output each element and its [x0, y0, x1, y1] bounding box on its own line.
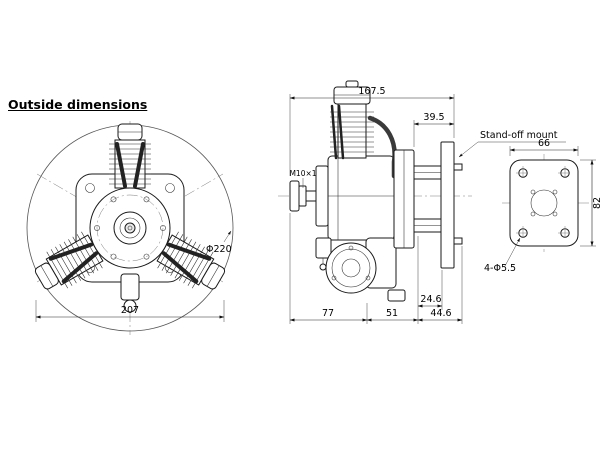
dim-side-bottom-chain: 77 51 24.6 44.6: [289, 213, 463, 324]
dim-167-5-label: 167.5: [358, 86, 385, 97]
dim-mount-height: 82: [580, 159, 603, 247]
dim-207-label: 207: [121, 305, 139, 316]
crankcase-front: [89, 187, 171, 269]
label-phi220: Φ220: [206, 244, 232, 255]
front-view: [26, 121, 234, 335]
mount-center-boss: [530, 189, 558, 217]
crankcase-side: [315, 155, 395, 241]
muffler-can: [325, 242, 377, 294]
side-view: [278, 80, 472, 302]
dim-82-label: 82: [592, 197, 603, 209]
cylinder-side: [330, 80, 397, 179]
carburetor-front: [120, 273, 140, 313]
muffler-assembly: [315, 237, 406, 302]
carburetor-side: [315, 237, 332, 259]
label-prop-diameter: Φ220: [206, 230, 232, 255]
dim-mount-width: 66: [509, 138, 579, 156]
dim-66-label: 66: [538, 138, 550, 149]
standoff-mount-callout: Stand-off mount: [458, 130, 566, 158]
page-title: Outside dimensions: [8, 97, 148, 112]
prop-shaft: [289, 180, 319, 212]
label-m10-thread: M10×1: [289, 169, 316, 178]
mount-screw-bottom: [453, 237, 463, 245]
dim-front-width: 207: [35, 300, 225, 322]
standoff-mount-label: Stand-off mount: [480, 130, 558, 141]
dim-39-5-label: 39.5: [423, 112, 444, 123]
label-shaft-thread: M10×1: [289, 169, 317, 188]
mount-plate-face: [509, 159, 579, 247]
mount-plate-side: [440, 141, 455, 269]
label-4-phi-5-5: 4-Φ5.5: [484, 263, 516, 274]
dim-side-overall: 167.5: [289, 86, 455, 176]
dim-77-label: 77: [322, 308, 334, 319]
mount-view: Stand-off mount: [458, 130, 603, 274]
mount-screw-top: [453, 163, 463, 171]
cylinder-top: [107, 122, 153, 190]
dim-24-6-label: 24.6: [420, 294, 441, 305]
label-mount-holes: 4-Φ5.5: [484, 237, 521, 274]
rear-mount-side: [393, 141, 463, 269]
dim-51-label: 51: [386, 308, 398, 319]
mount-holes: [516, 166, 572, 240]
dim-44-6-label: 44.6: [430, 308, 451, 319]
dim-side-rear-section: 39.5: [413, 112, 455, 147]
